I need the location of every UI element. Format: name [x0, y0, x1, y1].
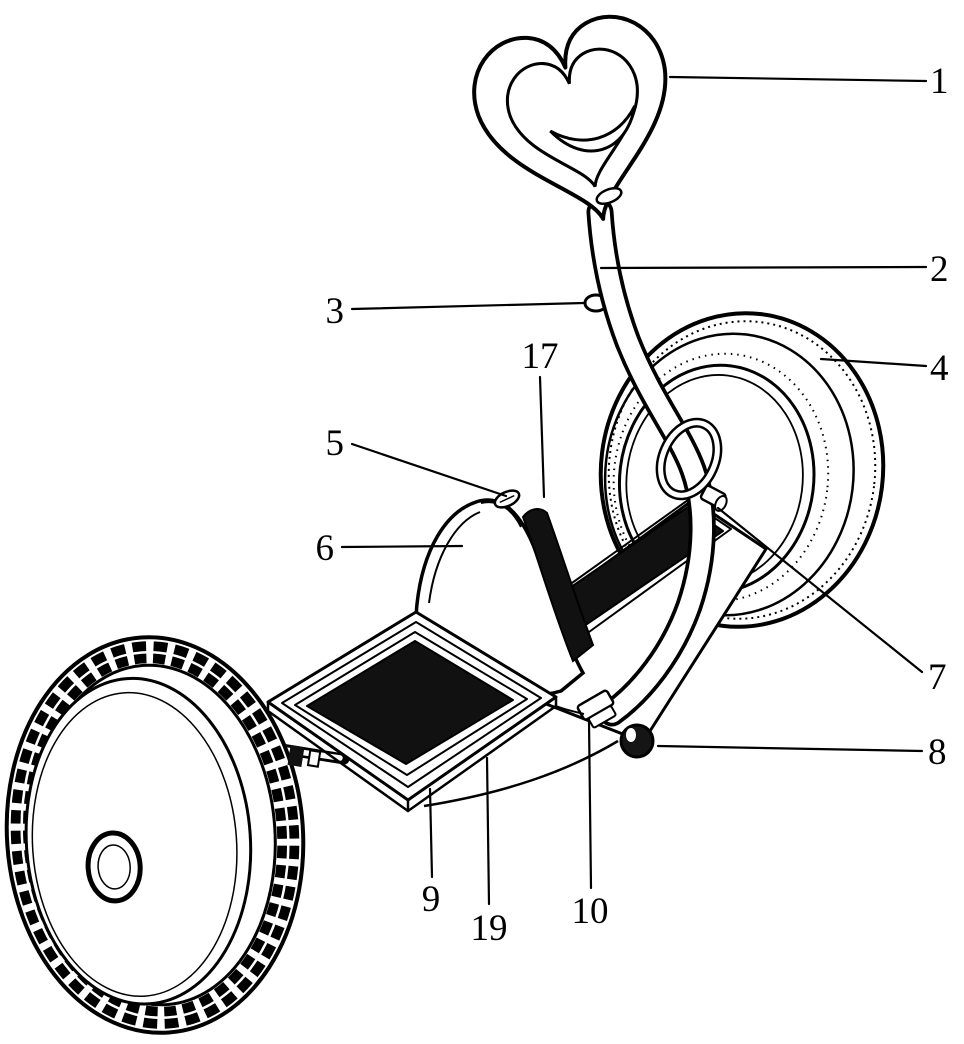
housing-seam-line — [428, 511, 481, 604]
roller-wheel — [619, 723, 655, 759]
left-foot-platform — [266, 610, 558, 813]
ref-label-6: 6 — [316, 528, 335, 569]
left-sidewall-line — [31, 691, 238, 997]
leader-line-7 — [716, 506, 924, 674]
ref-label-9: 9 — [422, 879, 441, 920]
left-hub-inner — [97, 844, 131, 890]
roller-highlight — [626, 728, 636, 742]
ref-label-1: 1 — [930, 61, 949, 102]
ref-label-8: 8 — [928, 732, 947, 773]
ring-clamp — [699, 484, 728, 512]
axle-mount-blocks — [287, 745, 322, 768]
handlebar-stem-joint — [595, 187, 623, 205]
ref-label-2: 2 — [930, 249, 949, 290]
housing-side-band — [521, 508, 595, 663]
handlebar-grip-swoosh — [549, 105, 637, 153]
axle-block-dark — [287, 745, 305, 767]
ref-label-5: 5 — [326, 423, 345, 464]
platform-mid-frame — [281, 621, 542, 788]
housing-latch — [493, 489, 521, 509]
column-tube-fill — [590, 202, 712, 723]
leader-line-10 — [587, 719, 593, 890]
handlebar-inner — [505, 47, 639, 188]
platform-pad — [306, 640, 514, 765]
handlebar-outer — [472, 14, 668, 221]
leader-line-1 — [668, 75, 928, 83]
platform-to-clamp-line — [555, 705, 585, 715]
leader-line-3 — [350, 301, 586, 311]
leader-line-8 — [656, 744, 924, 753]
left-wheel — [4, 635, 306, 1035]
ref-label-10: 10 — [572, 891, 609, 932]
left-sidewall — [24, 676, 253, 1006]
ref-label-7: 7 — [928, 657, 947, 698]
roller — [619, 723, 655, 759]
ref-label-17: 17 — [522, 336, 559, 377]
left-tread-split — [20, 650, 290, 1020]
latch-slot — [499, 494, 515, 504]
leader-line-6 — [340, 544, 464, 549]
left-hub — [85, 830, 143, 904]
ref-label-19: 19 — [471, 908, 508, 949]
leader-line-2 — [599, 265, 928, 270]
hanging-ring — [655, 417, 728, 512]
platform-thickness-edges — [266, 697, 558, 813]
ring-tube-fill — [658, 420, 720, 498]
leader-line-4 — [819, 357, 928, 368]
steering-column — [586, 198, 716, 727]
ref-labels: 1 2 3 4 5 6 7 8 9 10 17 19 — [316, 61, 949, 949]
ref-label-3: 3 — [326, 291, 345, 332]
handlebar — [472, 14, 668, 221]
leader-line-17 — [538, 375, 546, 499]
right-tread-dots-outer — [607, 320, 877, 620]
leader-line-19 — [485, 756, 491, 906]
leader-line-9 — [428, 787, 434, 879]
right-rim-dots — [612, 352, 830, 603]
platform-inner-frame — [294, 631, 528, 776]
ref-label-4: 4 — [930, 348, 949, 389]
axle-block-light — [306, 749, 322, 768]
leader-line-5 — [350, 442, 508, 498]
leader-lines — [340, 75, 928, 906]
clamp-lower-block — [587, 705, 617, 729]
chassis-bottom-curve — [423, 739, 619, 808]
